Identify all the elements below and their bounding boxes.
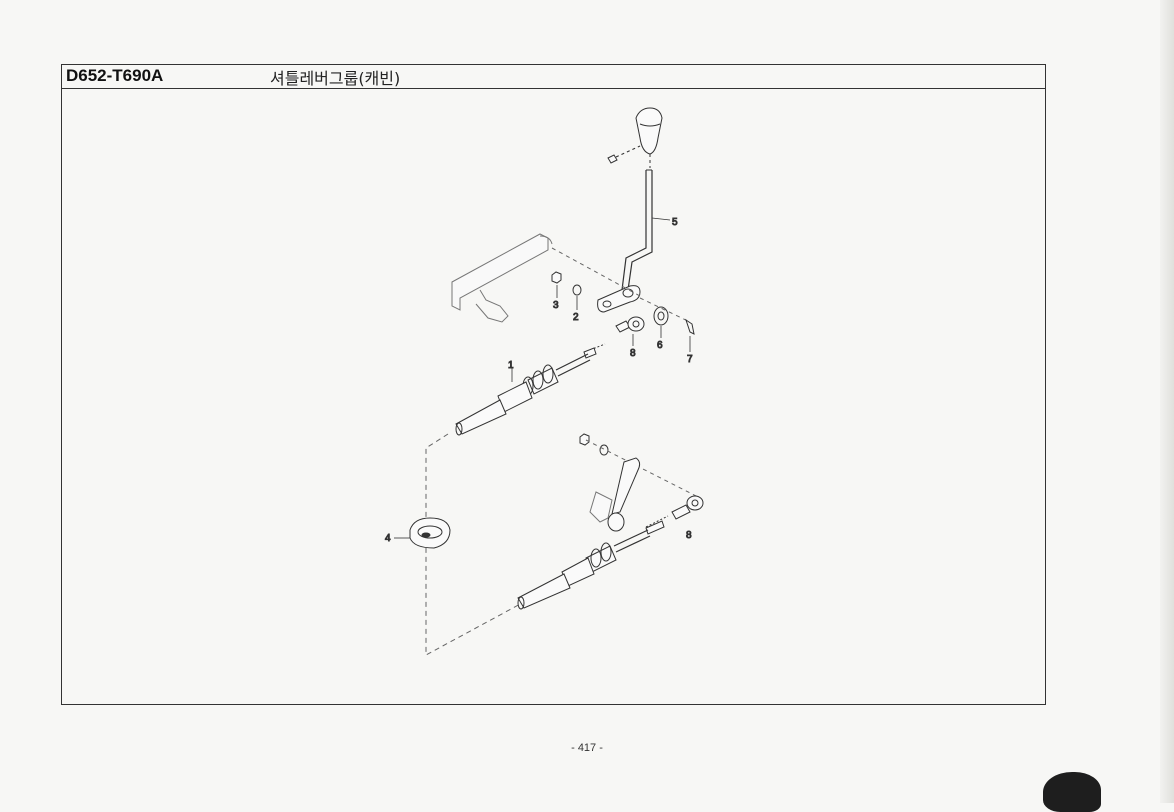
callout-1: 1 bbox=[508, 360, 514, 371]
mounting-bracket bbox=[451, 233, 641, 323]
shift-knob bbox=[635, 107, 663, 168]
pin-7 bbox=[685, 318, 695, 352]
lower-shuttle-arm bbox=[589, 457, 641, 532]
scan-blot bbox=[1043, 772, 1101, 812]
part-code: D652-T690A bbox=[66, 66, 164, 85]
routing-line bbox=[425, 433, 525, 656]
washer-lower bbox=[599, 444, 609, 456]
diagram-frame: D652-T690A 셔틀레버그룹(캐빈) bbox=[61, 64, 1046, 705]
lever-pivot-arm bbox=[597, 285, 641, 313]
page-edge-shadow bbox=[1160, 0, 1174, 803]
callout-8-upper: 8 bbox=[630, 348, 636, 359]
nut-lower bbox=[579, 433, 590, 446]
rod-end-8-lower bbox=[671, 495, 704, 520]
callout-5: 5 bbox=[672, 217, 678, 228]
title-bar: D652-T690A 셔틀레버그룹(캐빈) bbox=[62, 65, 1045, 89]
callout-3: 3 bbox=[553, 300, 559, 311]
callout-7: 7 bbox=[687, 354, 693, 365]
callout-6: 6 bbox=[657, 340, 663, 351]
page-number: - 417 - bbox=[571, 742, 603, 754]
washer-2 bbox=[572, 284, 582, 310]
nut-3 bbox=[551, 271, 562, 298]
grommet-4 bbox=[394, 517, 451, 549]
shift-lever-rod bbox=[621, 169, 653, 291]
cable-1 bbox=[455, 343, 606, 436]
callout-8-lower: 8 bbox=[686, 530, 692, 541]
group-title: 셔틀레버그룹(캐빈) bbox=[270, 69, 401, 88]
callout-4: 4 bbox=[385, 533, 391, 544]
set-screw bbox=[607, 145, 641, 164]
washer-6 bbox=[653, 306, 669, 338]
callout-2: 2 bbox=[573, 312, 579, 323]
leader-5 bbox=[651, 217, 671, 221]
cable-lower bbox=[517, 515, 669, 610]
rod-end-8-upper bbox=[615, 316, 645, 346]
